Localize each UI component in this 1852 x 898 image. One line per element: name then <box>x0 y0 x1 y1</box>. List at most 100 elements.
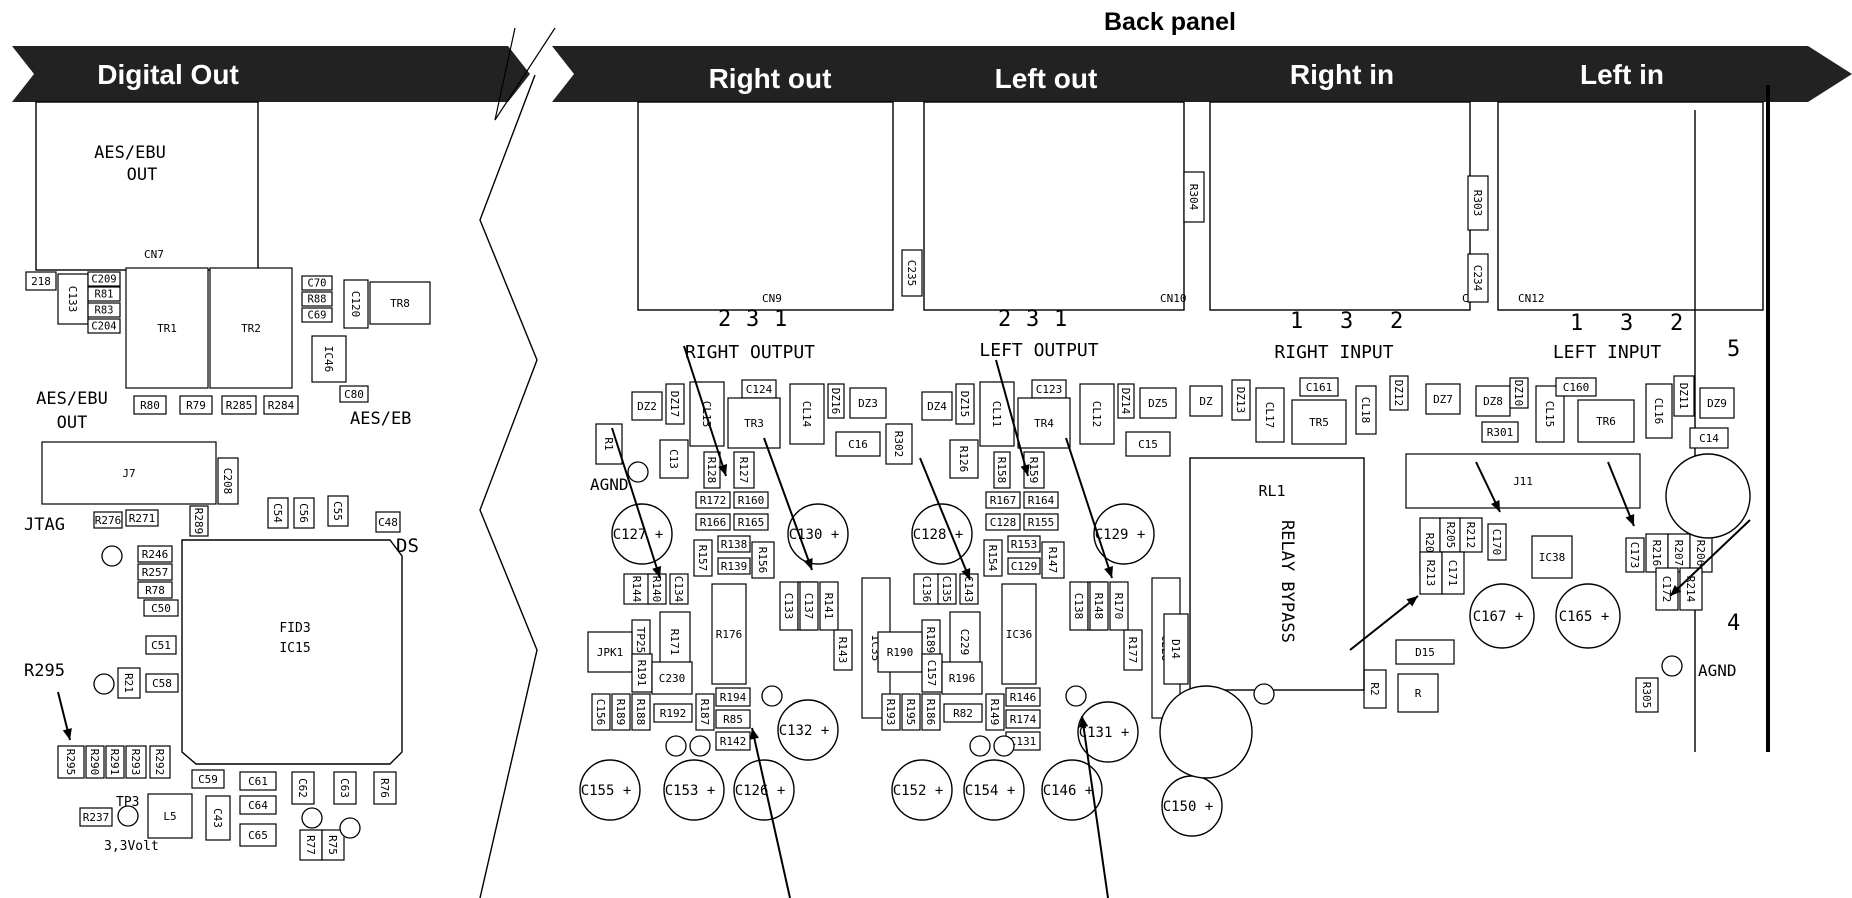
component-c208: C208 <box>217 457 239 505</box>
component-c56: C56 <box>293 497 315 529</box>
svg-text:C131: C131 <box>1010 735 1037 748</box>
component-dz14: DZ14 <box>1117 383 1135 419</box>
svg-text:R143: R143 <box>836 637 849 664</box>
component-dz7: DZ7 <box>1425 383 1461 415</box>
svg-text:C152 +: C152 + <box>893 783 944 799</box>
svg-text:R77: R77 <box>304 835 317 855</box>
component-tr3: TR3 <box>727 397 781 449</box>
callout-arrow <box>1349 595 1419 651</box>
ds-label: DS <box>396 535 419 557</box>
svg-text:C235: C235 <box>905 260 918 287</box>
svg-text:DZ: DZ <box>1199 395 1213 408</box>
component-jpk1: JPK1 <box>587 631 633 673</box>
svg-text:DZ3: DZ3 <box>858 397 878 410</box>
svg-text:R141: R141 <box>822 593 835 620</box>
svg-text:C61: C61 <box>248 775 268 788</box>
svg-text:218: 218 <box>31 275 51 288</box>
relay-outline <box>1189 457 1365 691</box>
component-r303: R303 <box>1467 175 1489 231</box>
component-c54: C54 <box>267 497 289 529</box>
fpga-ic15 <box>181 539 403 765</box>
component-c156: C156 <box>591 693 611 731</box>
component-r146: R146 <box>1005 687 1041 707</box>
component-r139: R139 <box>717 557 751 575</box>
svg-text:L5: L5 <box>163 810 176 823</box>
svg-text:R194: R194 <box>720 691 747 704</box>
component-c69: C69 <box>301 307 333 323</box>
svg-text:CL17: CL17 <box>1263 402 1276 429</box>
svg-text:R301: R301 <box>1487 426 1514 439</box>
svg-text:C133: C133 <box>66 286 79 313</box>
svg-text:R148: R148 <box>1092 593 1105 620</box>
svg-text:C80: C80 <box>344 388 364 401</box>
component-dz5: DZ5 <box>1139 387 1177 419</box>
svg-text:R188: R188 <box>634 699 647 726</box>
callout-arrow <box>57 691 72 741</box>
svg-text:C170: C170 <box>1490 529 1503 556</box>
svg-text:C157: C157 <box>925 660 938 687</box>
svg-text:R189: R189 <box>614 699 627 726</box>
component-r290: R290 <box>85 745 105 779</box>
component-tp25: TP25 <box>631 619 651 661</box>
component-dz8: DZ8 <box>1475 385 1511 417</box>
svg-text:R127: R127 <box>737 457 750 484</box>
svg-text:R205: R205 <box>1444 522 1457 549</box>
svg-text:R293: R293 <box>129 749 142 776</box>
r295-callout: R295 <box>24 661 65 681</box>
component-j7: J7 <box>41 441 217 505</box>
pin-number: 2 <box>718 307 731 332</box>
svg-text:R21: R21 <box>122 673 135 693</box>
svg-text:R128: R128 <box>705 457 718 484</box>
svg-text:R138: R138 <box>721 538 748 551</box>
svg-text:C43: C43 <box>211 808 224 828</box>
svg-text:R159: R159 <box>1027 457 1040 484</box>
component-c13: C13 <box>659 439 689 479</box>
component-c136: C136 <box>913 573 941 605</box>
svg-text:J7: J7 <box>122 467 135 480</box>
component-c161: C161 <box>1299 377 1339 397</box>
component-r156: R156 <box>751 541 775 579</box>
svg-text:R79: R79 <box>186 399 206 412</box>
svg-text:R154: R154 <box>986 545 999 572</box>
svg-text:C138: C138 <box>1072 593 1085 620</box>
pin-number: 3 <box>1026 307 1039 332</box>
svg-text:DZ13: DZ13 <box>1234 387 1247 414</box>
component-cl17: CL17 <box>1255 387 1285 443</box>
svg-text:C129 +: C129 + <box>1095 527 1146 543</box>
component-r126: R126 <box>949 439 979 479</box>
component-c128: C128 <box>985 513 1021 531</box>
capacitor-c130: C130 + <box>787 503 849 565</box>
svg-text:C146 +: C146 + <box>1043 783 1094 799</box>
test-point <box>689 735 711 757</box>
svg-text:D15: D15 <box>1415 646 1435 659</box>
component-c64: C64 <box>239 795 277 815</box>
component-r186: R186 <box>921 693 941 731</box>
component-dz11: DZ11 <box>1673 375 1695 417</box>
component-tr5: TR5 <box>1291 399 1347 445</box>
svg-text:R142: R142 <box>720 735 747 748</box>
component-r216: R216 <box>1645 533 1669 573</box>
capacitor-c131: C131 + <box>1077 701 1139 763</box>
svg-text:R75: R75 <box>326 835 339 855</box>
svg-text:C230: C230 <box>659 672 686 685</box>
left-output-label: LEFT OUTPUT <box>979 340 1098 361</box>
svg-text:C160: C160 <box>1563 381 1590 394</box>
callout-arrow <box>763 437 813 571</box>
component-r292: R292 <box>149 745 171 779</box>
test-point <box>1661 655 1683 677</box>
component-r157: R157 <box>693 539 713 577</box>
svg-text:C154 +: C154 + <box>965 783 1016 799</box>
svg-text:C58: C58 <box>152 677 172 690</box>
component-r195: R195 <box>901 693 921 731</box>
svg-text:C136: C136 <box>920 576 933 603</box>
svg-text:C173: C173 <box>1628 542 1641 569</box>
svg-text:J11: J11 <box>1513 475 1533 488</box>
svg-text:C62: C62 <box>296 778 309 798</box>
svg-text:C48: C48 <box>378 516 398 529</box>
svg-text:R213: R213 <box>1424 560 1437 587</box>
svg-text:CL14: CL14 <box>800 401 813 428</box>
component-r127: R127 <box>733 451 755 489</box>
svg-text:CL12: CL12 <box>1090 401 1103 428</box>
right-in-title: Right in <box>1290 59 1394 90</box>
